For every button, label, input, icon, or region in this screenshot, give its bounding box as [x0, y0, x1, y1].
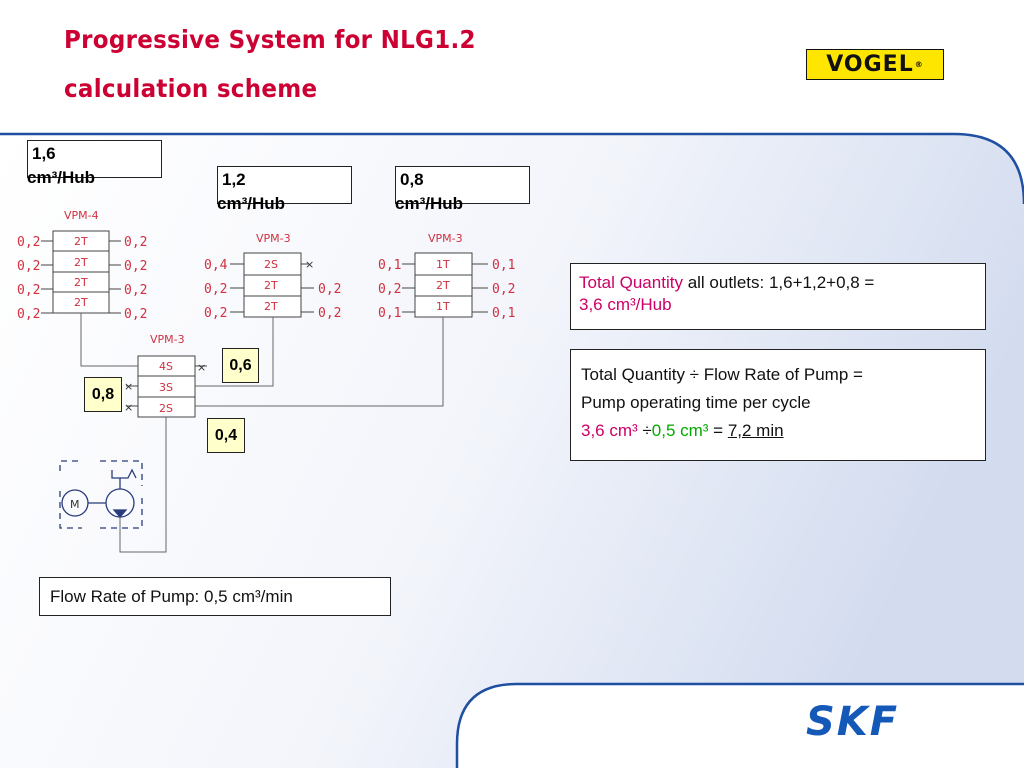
quantity-box-3-value: 0,8 — [400, 170, 424, 189]
formula-equation: 3,6 cm³ ÷0,5 cm³ = 7,2 min — [581, 420, 975, 442]
main-distributor: VPM-3 4S 3S 2S × × × — [124, 333, 207, 418]
vpm4-left-4: 0,2 — [17, 307, 40, 322]
footer-curve — [455, 682, 1024, 768]
total-quantity-box: Total Quantity all outlets: 1,6+1,2+0,8 … — [570, 263, 986, 330]
vpm3m-block-3: 2T — [264, 300, 278, 313]
quantity-box-2-value: 1,2 — [222, 170, 246, 189]
distributor-vpm3-middle-name: VPM-3 — [256, 232, 291, 245]
total-quantity-result: 3,6 cm³/Hub — [579, 295, 672, 314]
vpm4-left-3: 0,2 — [17, 283, 40, 298]
formula-rate: 0,5 cm³ — [651, 421, 709, 440]
main-block-2: 3S — [159, 381, 173, 394]
skf-logo-text: SKF — [806, 699, 899, 745]
main-output-top-label: 0,6 — [222, 348, 259, 383]
skf-logo: SKF — [806, 699, 899, 745]
vpm4-left-1: 0,2 — [17, 235, 40, 250]
slide-title-line1: Progressive System for NLG1.2 — [64, 25, 476, 54]
pump-flow-rate-box: Flow Rate of Pump: 0,5 cm³/min — [39, 577, 391, 616]
distributor-vpm3-right: VPM-3 1T 2T 1T 0,1 0,2 0,1 0,1 0,2 0,1 — [378, 232, 515, 321]
slide-title-line2: calculation scheme — [64, 74, 318, 103]
svg-text:×: × — [124, 401, 133, 414]
formula-eq: = — [708, 421, 728, 440]
vpm3r-block-3: 1T — [436, 300, 450, 313]
vogel-logo-text: VOGEL — [826, 52, 914, 77]
formula-line2: Pump operating time per cycle — [581, 393, 811, 412]
main-distributor-name: VPM-3 — [150, 333, 185, 346]
svg-text:×: × — [305, 258, 314, 271]
footer-area — [457, 684, 1024, 768]
main-block-3: 2S — [159, 402, 173, 415]
formula-div: ÷ — [642, 421, 652, 440]
quantity-box-3-frame — [395, 166, 530, 204]
vpm4-right-1: 0,2 — [124, 235, 147, 250]
vpm4-left-2: 0,2 — [17, 259, 40, 274]
quantity-box-1-frame — [27, 140, 162, 178]
formula-box: Total Quantity ÷ Flow Rate of Pump = Pum… — [570, 349, 986, 461]
vpm3r-block-2: 2T — [436, 279, 450, 292]
vpm3m-right-3: 0,2 — [318, 306, 341, 321]
distributor-vpm3-right-name: VPM-3 — [428, 232, 463, 245]
quantity-box-2: 1,2 cm³/Hub — [217, 166, 352, 213]
distributor-vpm4: VPM-4 2T 2T 2T 2T 0,2 0,2 0,2 0,2 0,2 0,… — [17, 209, 147, 322]
svg-text:×: × — [124, 380, 133, 393]
vpm3m-left-3: 0,2 — [204, 306, 227, 321]
vpm3m-left-2: 0,2 — [204, 282, 227, 297]
quantity-box-3-unit: cm³/Hub — [395, 194, 463, 213]
pump-symbol — [59, 460, 143, 529]
vpm4-block-1: 2T — [74, 235, 88, 248]
vpm4-right-2: 0,2 — [124, 259, 147, 274]
vpm3r-left-3: 0,1 — [378, 306, 401, 321]
vpm4-right-4: 0,2 — [124, 307, 147, 322]
vpm3m-block-1: 2S — [264, 258, 278, 271]
svg-text:×: × — [197, 361, 206, 374]
vpm4-block-4: 2T — [74, 296, 88, 309]
total-quantity-label: Total Quantity — [579, 273, 683, 292]
distributor-vpm3-middle: VPM-3 2S 2T 2T × 0,4 0,2 0,2 0,2 0,2 — [204, 232, 341, 321]
motor-label: M — [70, 498, 80, 511]
vpm4-block-2: 2T — [74, 256, 88, 269]
main-output-bottom-label: 0,4 — [207, 418, 245, 453]
formula-result: 7,2 min — [727, 421, 784, 440]
vpm3r-right-1: 0,1 — [492, 258, 515, 273]
vpm3r-block-1: 1T — [436, 258, 450, 271]
vpm3r-right-3: 0,1 — [492, 306, 515, 321]
main-output-left-label: 0,8 — [84, 377, 122, 412]
quantity-box-1-unit: cm³/Hub — [27, 168, 95, 187]
vogel-logo: VOGEL® — [806, 49, 944, 80]
quantity-box-2-frame — [217, 166, 352, 204]
quantity-box-1-value: 1,6 — [32, 144, 56, 163]
quantity-box-3: 0,8 cm³/Hub — [395, 166, 530, 213]
quantity-box-2-unit: cm³/Hub — [217, 194, 285, 213]
distributor-vpm4-name: VPM-4 — [64, 209, 99, 222]
vpm4-block-3: 2T — [74, 276, 88, 289]
formula-qty: 3,6 cm³ — [581, 421, 638, 440]
connection-lines — [80, 313, 444, 553]
vpm3r-left-1: 0,1 — [378, 258, 401, 273]
quantity-box-1: 1,6 cm³/Hub — [27, 140, 162, 187]
vpm3m-left-1: 0,4 — [204, 258, 228, 273]
registered-mark: ® — [914, 60, 924, 69]
vpm4-right-3: 0,2 — [124, 283, 147, 298]
main-block-1: 4S — [159, 360, 173, 373]
vpm3m-right-2: 0,2 — [318, 282, 341, 297]
content-panel-border — [0, 132, 1024, 205]
vpm3r-right-2: 0,2 — [492, 282, 515, 297]
total-quantity-text: all outlets: 1,6+1,2+0,8 = — [687, 273, 875, 292]
vpm3r-left-2: 0,2 — [378, 282, 401, 297]
vpm3m-block-2: 2T — [264, 279, 278, 292]
formula-line1: Total Quantity ÷ Flow Rate of Pump = — [581, 365, 863, 384]
